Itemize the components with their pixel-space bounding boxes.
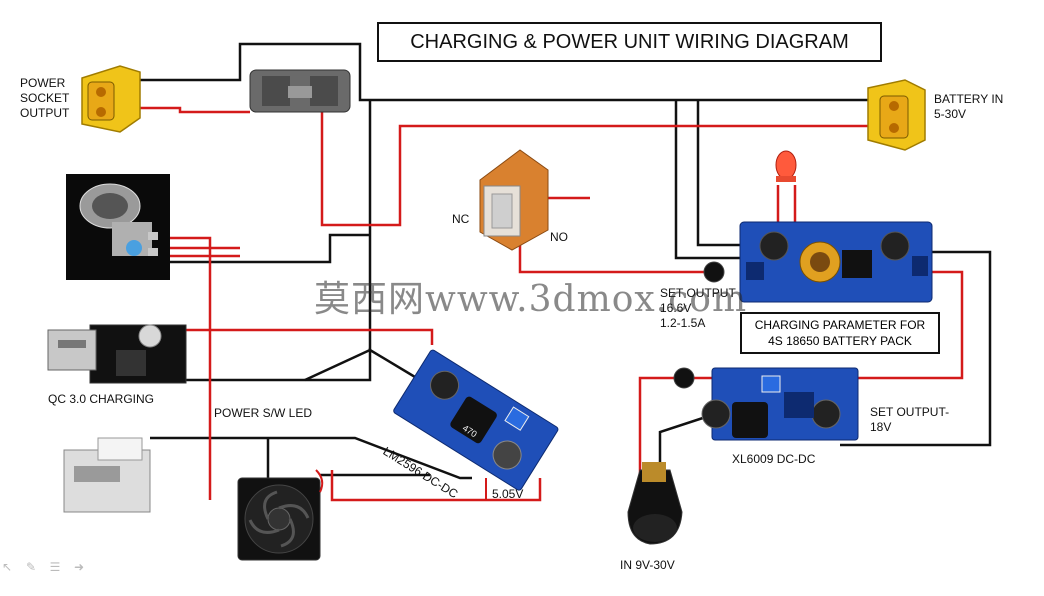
dc-jack <box>627 462 683 545</box>
relay <box>479 149 549 251</box>
label-power-socket-line3: OUTPUT <box>20 106 70 120</box>
trimmer-pot <box>703 261 725 283</box>
label-power-sw-led: POWER S/W LED <box>214 406 313 420</box>
label-power-socket-line2: SOCKET <box>20 91 70 105</box>
label-battery-in-line2: 5-30V <box>934 107 967 121</box>
label-nc: NC <box>452 212 470 226</box>
fuse-holder <box>249 69 351 113</box>
label-xl6009: XL6009 DC-DC <box>732 452 816 466</box>
label-power-socket-line1: POWER <box>20 76 66 90</box>
forward-icon[interactable]: ➜ <box>73 560 85 574</box>
watermark: 莫西网www.3dmox.com <box>314 279 748 320</box>
label-power-socket: POWER SOCKET OUTPUT <box>20 76 69 121</box>
charger-board <box>739 221 933 303</box>
label-battery-in-line1: BATTERY IN <box>934 92 1004 106</box>
label-set-output-1-line1: SET OUTPUT <box>660 286 736 300</box>
xl6009-board <box>701 367 859 441</box>
label-set-output-1: SET OUTPUT 16.6V 1.2-1.5A <box>660 286 736 331</box>
label-set-output-2-line1: SET OUTPUT- <box>870 405 950 419</box>
charging-param-line1: CHARGING PARAMETER FOR <box>754 318 926 332</box>
label-set-output-2-line2: 18V <box>870 420 892 434</box>
label-battery-in: BATTERY IN 5-30V <box>934 92 1003 122</box>
charging-param-line2: 4S 18650 BATTERY PACK <box>768 334 912 348</box>
label-set-output-1-line2: 16.6V <box>660 301 692 315</box>
trimmer-pot-2 <box>673 367 695 389</box>
label-5-05v: 5.05V <box>492 487 524 501</box>
label-set-output-1-line3: 1.2-1.5A <box>660 316 706 330</box>
wire-arc <box>315 469 324 493</box>
label-set-output-2: SET OUTPUT- 18V <box>870 405 949 435</box>
led <box>775 150 797 182</box>
v505-bracket <box>485 478 541 501</box>
pen-icon[interactable]: ✎ <box>25 560 37 574</box>
label-in-9v: IN 9V-30V <box>620 558 675 572</box>
usb-port <box>63 437 151 513</box>
slide-toolbar: ↖ ✎ ☰ ➜ <box>0 560 86 574</box>
power-switch <box>66 174 170 280</box>
pointer-icon[interactable]: ↖ <box>1 560 13 574</box>
label-qc-charging: QC 3.0 CHARGING <box>48 392 155 406</box>
charging-parameter-box: CHARGING PARAMETER FOR 4S 18650 BATTERY … <box>740 312 940 354</box>
lm2596-board <box>393 349 559 491</box>
battery-xt60 <box>867 79 926 151</box>
fan <box>237 477 321 561</box>
label-no: NO <box>550 230 568 244</box>
menu-icon[interactable]: ☰ <box>49 560 61 574</box>
diagram-title: CHARGING & POWER UNIT WIRING DIAGRAM <box>377 22 882 62</box>
qc-board <box>47 324 187 384</box>
power-socket-xt60 <box>81 65 141 133</box>
